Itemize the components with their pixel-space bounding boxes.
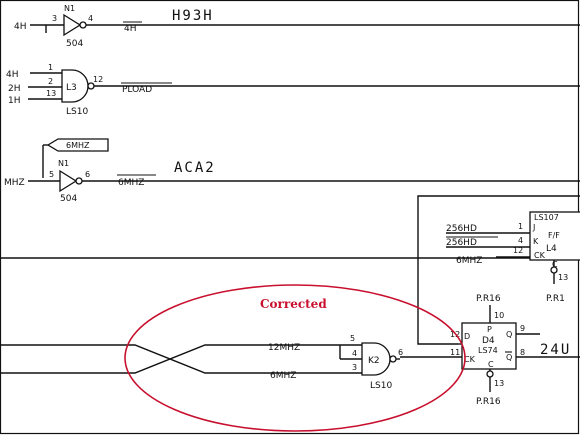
- nand-bubble-k2: [389, 355, 397, 363]
- pr-d4-bottom: P.R16: [476, 397, 501, 407]
- corrected-label: Corrected: [260, 297, 327, 311]
- num-d4-bot: 13: [494, 379, 504, 388]
- type-ls10-l3: LS10: [66, 107, 88, 117]
- signal-in-1h: 1H: [8, 96, 21, 106]
- signal-in-6mhz: 6MHZ: [270, 371, 296, 381]
- l4-body: [529, 211, 580, 261]
- num-d4-q: 9: [520, 324, 525, 333]
- subtitle-ff: F/F: [548, 231, 560, 240]
- pin-in-n1-top: 3: [52, 14, 57, 23]
- pin-l4-c: C: [552, 260, 558, 269]
- signal-out-4h-bar: 4H: [124, 24, 137, 34]
- pin-in-n1-mid: 5: [49, 170, 54, 179]
- signal-24u: 24U: [540, 342, 571, 358]
- type-504-top: 504: [66, 39, 83, 49]
- pin-l4-k: K: [533, 237, 539, 246]
- pin-out-k2: 6: [398, 348, 403, 357]
- num-d4-ck: 11: [450, 348, 460, 357]
- tag-6mhz: 6MHZ: [66, 141, 90, 150]
- num-d4-top: 10: [494, 311, 504, 320]
- label-n1-top: N1: [64, 4, 75, 13]
- pin-d4-p: P: [487, 325, 492, 334]
- pin-k2-5: 5: [350, 334, 355, 343]
- wire-cross-b: [0, 344, 340, 374]
- pin-out-n1-top: 4: [88, 14, 93, 23]
- num-l4-j: 1: [518, 222, 523, 231]
- pin-l4-ck: CK: [534, 251, 546, 260]
- type-504-mid: 504: [60, 194, 77, 204]
- correction-annotation: Corrected: [124, 284, 466, 432]
- inverter-body-top: [63, 13, 82, 37]
- type-ls74: LS74: [478, 346, 498, 355]
- signal-pload: PLOAD: [122, 85, 152, 95]
- flipflop-d4: P.R16 10 P D D4 LS74 CK C Q Q 12 11 9 8 …: [400, 294, 580, 407]
- pin-l3-13: 13: [46, 89, 56, 98]
- signal-256hd-bar: 256HD: [446, 238, 477, 248]
- pin-d4-ck: CK: [464, 355, 476, 364]
- label-n1-mid: N1: [58, 159, 69, 168]
- pin-out-n1-mid: 6: [85, 170, 90, 179]
- num-d4-qbar: 8: [520, 348, 525, 357]
- correction-ellipse: [124, 284, 466, 432]
- type-ls10-k2: LS10: [370, 381, 392, 391]
- pin-l3-2: 2: [48, 77, 53, 86]
- nand-l3: 4H 2H 1H 1 2 13 L3 LS10 12 PLOAD: [6, 63, 580, 117]
- pr-l4-bottom: P.R1: [546, 294, 565, 304]
- pin-d4-d: D: [464, 332, 470, 341]
- nand-k2: 5 4 3 K2 LS10 6: [339, 334, 403, 391]
- inverter-n1-mid: 6MHZ N1 MHZ 5 504 6 6MHZ ACA2: [4, 138, 580, 204]
- inverter-n1-top: 4H 3 N1 504 4 4H H93H: [14, 4, 580, 49]
- signal-out-6mhz-bar: 6MHZ: [118, 178, 144, 188]
- type-ls107: LS107: [534, 213, 559, 222]
- signal-in-4h: 4H: [6, 70, 19, 80]
- wire-right-block: [417, 195, 580, 345]
- num-l4-ck: 12: [513, 246, 523, 255]
- signal-in-mhz: MHZ: [4, 178, 25, 188]
- tag-6mhz-box: [46, 138, 109, 152]
- signal-aca2: ACA2: [174, 160, 216, 176]
- pin-l3-1: 1: [48, 63, 53, 72]
- pin-k2-4: 4: [352, 349, 357, 358]
- pin-d4-qbar: Q: [506, 353, 512, 362]
- label-d4: D4: [482, 336, 495, 346]
- signal-in-2h: 2H: [8, 84, 21, 94]
- label-k2: K2: [368, 356, 380, 366]
- signal-256hd: 256HD: [446, 224, 477, 234]
- inverter-bubble-mid: [75, 177, 83, 185]
- pin-d4-c: C: [488, 360, 494, 369]
- pin-k2-3: 3: [352, 363, 357, 372]
- signal-l4-6mhz: 6MHZ: [456, 256, 482, 266]
- label-l3: L3: [66, 83, 77, 93]
- num-l4-k: 4: [518, 236, 523, 245]
- signal-h93h: H93H: [172, 8, 214, 24]
- inverter-bubble-top: [79, 21, 87, 29]
- inverter-body-mid: [59, 169, 78, 193]
- pin-l4-j: J: [532, 223, 535, 232]
- num-l4-c: 13: [558, 273, 568, 282]
- pin-out-l3: 12: [93, 75, 103, 84]
- pin-d4-q: Q: [506, 330, 512, 339]
- flipflop-l4: LS107 J F/F K L4 CK C 256HD 1 256HD 4 6M…: [446, 211, 580, 304]
- crossed-wires: 12MHZ 6MHZ: [0, 343, 340, 381]
- l4-c-bubble: [550, 266, 558, 274]
- signal-in-12mhz: 12MHZ: [268, 343, 300, 353]
- signal-in-4h-top: 4H: [14, 22, 27, 32]
- label-l4: L4: [546, 244, 557, 254]
- pr-d4-top: P.R16: [476, 294, 501, 304]
- d4-c-bubble: [486, 370, 494, 378]
